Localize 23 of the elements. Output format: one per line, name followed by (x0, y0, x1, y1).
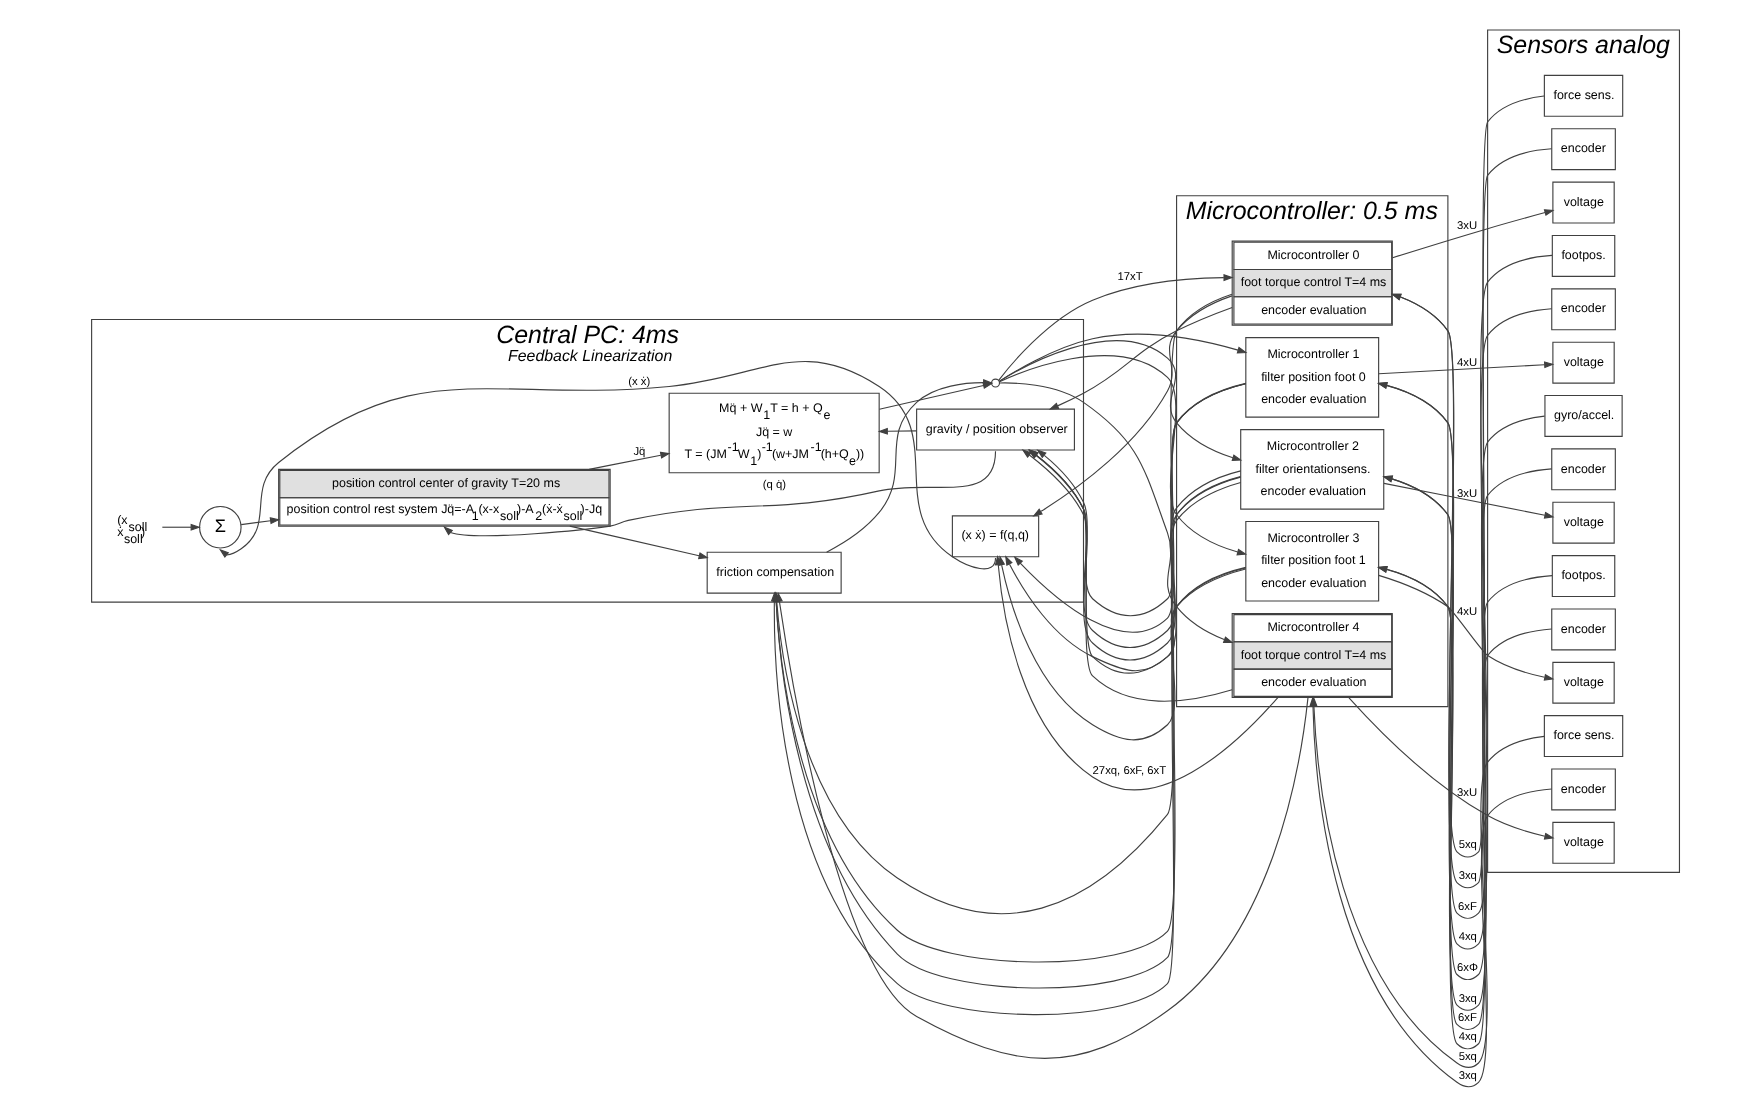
arrow (588, 451, 671, 470)
arrow (877, 427, 918, 435)
arrow (998, 340, 1243, 462)
arrow (1048, 306, 1233, 410)
arrow (1378, 361, 1555, 375)
arrow (1382, 415, 1546, 981)
arrow (161, 523, 201, 531)
arrow (1028, 449, 1233, 702)
arrow (1378, 574, 1555, 681)
node-circle (990, 378, 1001, 388)
arrow (569, 525, 709, 560)
arrow (1392, 209, 1555, 259)
arrow (1382, 468, 1553, 1011)
arrow (998, 355, 1248, 556)
arrow (1005, 476, 1242, 672)
arrow (1348, 697, 1555, 840)
arrow (878, 382, 994, 410)
arrow (1032, 295, 1233, 517)
arrow (240, 517, 281, 526)
arrow (1383, 482, 1555, 519)
arrow (443, 450, 997, 537)
arrow (998, 274, 1234, 381)
node-circle: Σ (199, 505, 242, 549)
